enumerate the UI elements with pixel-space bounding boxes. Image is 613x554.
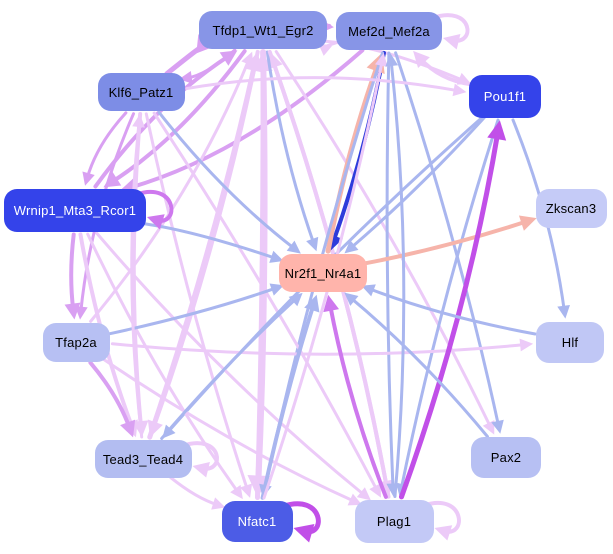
edge-hlf-nr2f1 [361,284,537,336]
node-label: Tfap2a [55,334,97,350]
edge-klf6-nr2f1 [157,110,301,254]
node-zkscan3[interactable]: Zkscan3 [535,188,607,228]
node-tfap2a[interactable]: Tfap2a [42,322,110,362]
edge-tead3-nfatc1 [169,476,226,510]
edge-plag1-mef2d [385,52,406,499]
edge-tfdp1-nr2f1 [265,50,319,252]
node-pou1f1[interactable]: Pou1f1 [469,74,541,118]
node-label: Pax2 [490,449,522,465]
node-tead3[interactable]: Tead3_Tead4 [94,440,192,478]
edge-nr2f1-zkscan3 [363,215,537,266]
node-nfatc1[interactable]: Nfatc1 [221,500,293,542]
edge-loop-nfatc1 [280,501,321,543]
edge-pou1f1-mef2d [413,50,473,87]
node-plag1[interactable]: Plag1 [354,499,434,543]
edge-pax2-nr2f1 [344,292,489,439]
node-label: Wrnip1_Mta3_Rcor1 [13,202,137,218]
edge-loop-tead3 [179,441,219,478]
node-tfdp1[interactable]: Tfdp1_Wt1_Egr2 [199,11,327,49]
edge-tfdp1-tead3 [147,49,260,438]
node-label: Zkscan3 [545,200,597,216]
edge-klf6-pou1f1 [185,76,467,97]
edge-tfdp1-nfatc1 [247,49,270,498]
edge-tead3-nr2f1 [160,292,303,440]
edge-nfatc1-nr2f1 [260,294,320,500]
edge-klf6-plag1 [152,111,381,498]
edge-klf6-wrnip1 [82,111,128,186]
node-label: Klf6_Patz1 [108,84,174,100]
node-nr2f1[interactable]: Nr2f1_Nr4a1 [279,254,367,292]
node-label: Hlf [561,334,579,350]
edge-wrnip1-tfap2a [64,232,81,320]
edge-loop-wrnip1 [134,190,174,230]
edge-tfap2a-hlf [110,338,534,356]
edge-tfdp1-pax2 [274,50,495,435]
node-wrnip1[interactable]: Wrnip1_Mta3_Rcor1 [4,188,146,232]
node-hlf[interactable]: Hlf [536,321,604,363]
node-mef2d[interactable]: Mef2d_Mef2a [336,12,442,50]
edge-loop-plag1 [421,501,461,541]
edge-klf6-nfatc1 [144,112,253,498]
edge-loop-mef2d [430,13,470,50]
edge-mef2d-pax2 [394,51,504,434]
node-label: Nr2f1_Nr4a1 [284,265,362,281]
edge-plag1-pou1f1 [398,120,507,500]
node-label: Tead3_Tead4 [102,451,184,467]
edge-tead3-klf6 [130,113,145,439]
node-klf6[interactable]: Klf6_Patz1 [97,73,185,111]
edge-wrnip1-tfdp1 [93,50,238,189]
edge-tfap2a-tead3 [88,360,136,438]
node-label: Nfatc1 [237,513,277,529]
edge-plag1-nr2f1 [323,294,388,499]
node-label: Tfdp1_Wt1_Egr2 [212,22,314,38]
node-label: Pou1f1 [483,88,527,104]
node-pax2[interactable]: Pax2 [471,436,541,478]
node-label: Plag1 [376,513,412,529]
node-label: Mef2d_Mef2a [348,23,430,39]
edge-pou1f1-nr2f1 [344,115,487,254]
